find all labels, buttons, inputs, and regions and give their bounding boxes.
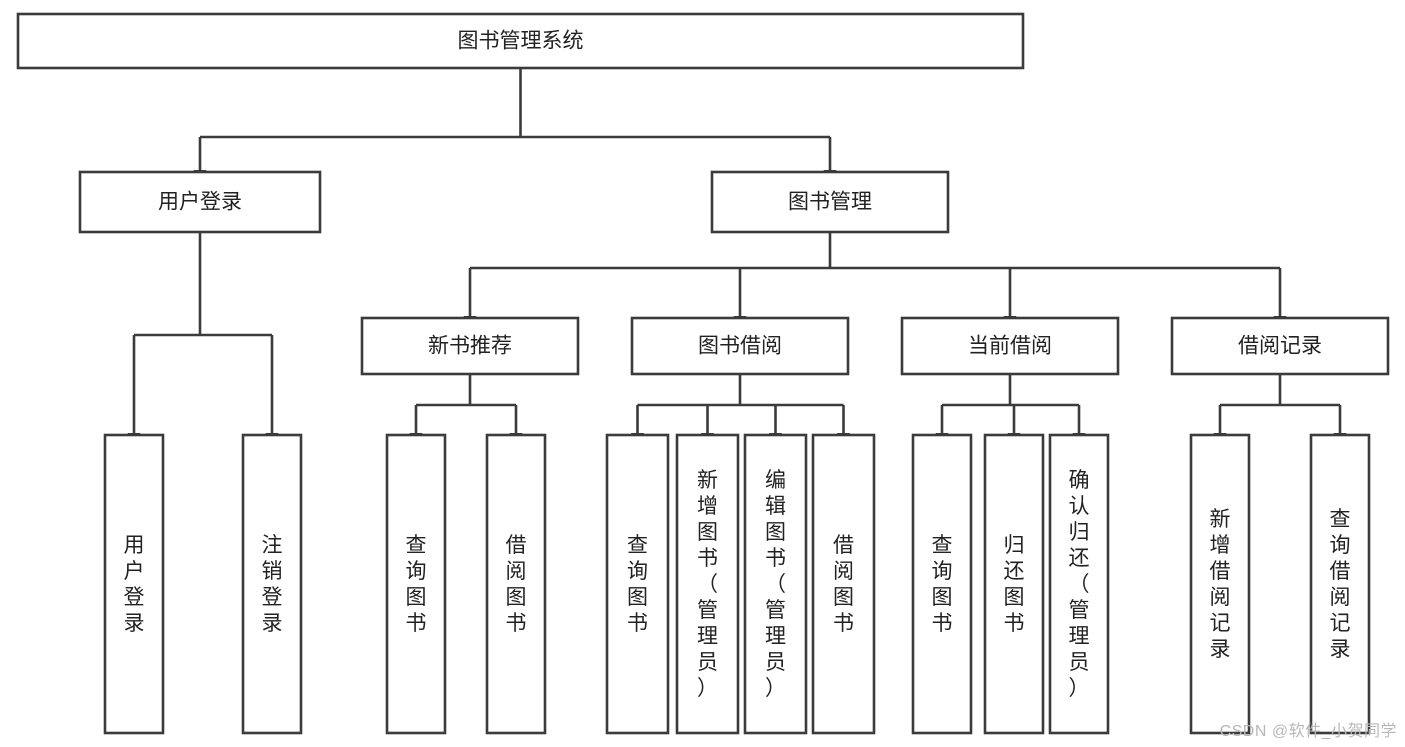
node-leaf-query-book-3[interactable]: 查询图书 — [911, 433, 973, 735]
node-leaf-query-record-label: 查询借阅记录 — [1330, 508, 1351, 661]
connector-edges — [127, 68, 1347, 444]
node-leaf-add-book-label: 新增图书（管理员） — [697, 469, 718, 700]
node-leaf-query-book-1-rect — [385, 433, 447, 735]
node-leaf-borrow-book-1-label: 借阅图书 — [506, 534, 527, 635]
node-leaf-confirm-return-label: 确认归还（管理员） — [1069, 469, 1090, 700]
node-root-system-rect — [16, 12, 1025, 70]
node-leaf-borrow-book-2-rect — [811, 433, 876, 735]
node-book-borrow-label: 图书借阅 — [698, 335, 782, 358]
node-new-book-recommend-label: 新书推荐 — [428, 335, 512, 358]
node-leaf-return-book[interactable]: 归还图书 — [983, 433, 1045, 735]
node-new-book-recommend[interactable]: 新书推荐 — [360, 316, 580, 376]
node-leaf-borrow-book-2[interactable]: 借阅图书 — [811, 433, 876, 735]
node-leaf-add-record-label: 新增借阅记录 — [1210, 508, 1231, 661]
node-leaf-query-book-1[interactable]: 查询图书 — [385, 433, 447, 735]
node-borrow-record[interactable]: 借阅记录 — [1170, 316, 1390, 376]
node-borrow-record-rect — [1170, 316, 1390, 376]
node-current-borrow[interactable]: 当前借阅 — [900, 316, 1120, 376]
node-leaf-query-book-1-label: 查询图书 — [406, 534, 427, 635]
node-book-manage-rect — [710, 170, 950, 234]
node-current-borrow-rect — [900, 316, 1120, 376]
node-leaf-edit-book-label: 编辑图书（管理员） — [765, 469, 786, 700]
node-leaf-confirm-return-rect — [1048, 433, 1110, 735]
node-book-borrow[interactable]: 图书借阅 — [630, 316, 850, 376]
node-leaf-borrow-book-1-rect — [485, 433, 547, 735]
node-leaf-user-logout[interactable]: 注销登录 — [241, 433, 303, 735]
node-leaf-return-book-rect — [983, 433, 1045, 735]
node-leaf-borrow-book-2-label: 借阅图书 — [833, 534, 854, 635]
node-boxes: 图书管理系统用户登录图书管理新书推荐图书借阅当前借阅借阅记录用户登录注销登录查询… — [16, 12, 1390, 735]
node-leaf-add-record[interactable]: 新增借阅记录 — [1189, 433, 1251, 735]
node-leaf-query-book-3-label: 查询图书 — [932, 534, 953, 635]
node-book-borrow-rect — [630, 316, 850, 376]
node-root-system-label: 图书管理系统 — [458, 30, 584, 53]
node-leaf-borrow-book-1[interactable]: 借阅图书 — [485, 433, 547, 735]
node-leaf-query-book-2-rect — [605, 433, 670, 735]
node-leaf-add-book[interactable]: 新增图书（管理员） — [675, 433, 740, 735]
node-leaf-query-record-rect — [1309, 433, 1371, 735]
node-leaf-user-login-label: 用户登录 — [124, 534, 145, 635]
node-leaf-user-login-rect — [103, 433, 165, 735]
node-leaf-add-book-rect — [675, 433, 740, 735]
node-leaf-add-record-rect — [1189, 433, 1251, 735]
node-leaf-user-login[interactable]: 用户登录 — [103, 433, 165, 735]
node-leaf-confirm-return[interactable]: 确认归还（管理员） — [1048, 433, 1110, 735]
node-leaf-edit-book-rect — [743, 433, 808, 735]
node-book-manage[interactable]: 图书管理 — [710, 170, 950, 234]
node-leaf-user-logout-rect — [241, 433, 303, 735]
node-user-login-label: 用户登录 — [158, 191, 242, 214]
node-leaf-edit-book[interactable]: 编辑图书（管理员） — [743, 433, 808, 735]
node-leaf-query-record[interactable]: 查询借阅记录 — [1309, 433, 1371, 735]
node-new-book-recommend-rect — [360, 316, 580, 376]
node-leaf-query-book-2-label: 查询图书 — [627, 534, 648, 635]
node-root-system[interactable]: 图书管理系统 — [16, 12, 1025, 70]
node-book-manage-label: 图书管理 — [788, 191, 872, 214]
node-leaf-query-book-3-rect — [911, 433, 973, 735]
node-leaf-return-book-label: 归还图书 — [1004, 534, 1025, 635]
node-leaf-user-logout-label: 注销登录 — [262, 534, 283, 635]
node-leaf-query-book-2[interactable]: 查询图书 — [605, 433, 670, 735]
node-user-login-rect — [78, 170, 322, 234]
node-current-borrow-label: 当前借阅 — [968, 335, 1052, 358]
node-user-login[interactable]: 用户登录 — [78, 170, 322, 234]
node-borrow-record-label: 借阅记录 — [1238, 335, 1322, 358]
